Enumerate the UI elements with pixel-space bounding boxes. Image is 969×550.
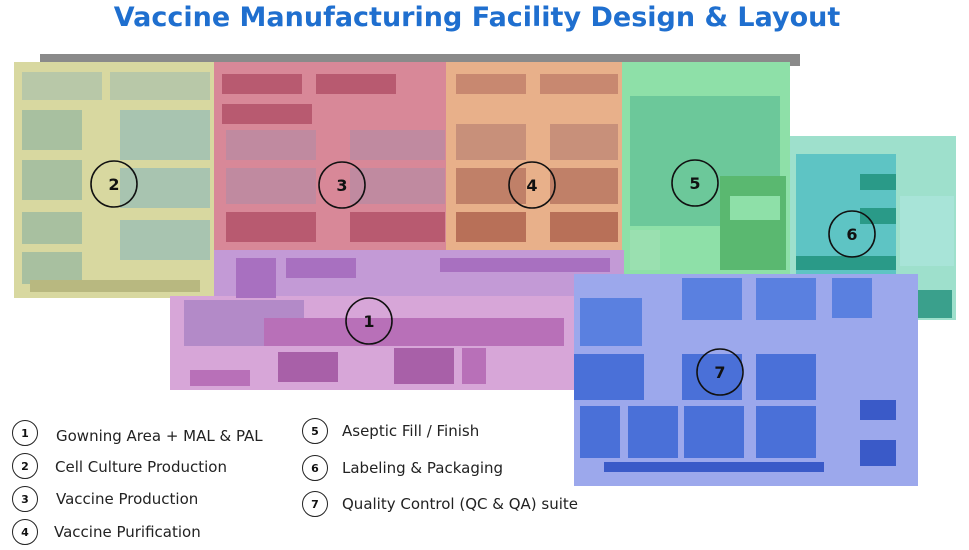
legend-badge-6: 6 — [302, 455, 328, 481]
legend-badge-7: 7 — [302, 491, 328, 517]
zone-marker-circle-7 — [696, 348, 744, 396]
zone-marker-circle-2 — [90, 160, 138, 208]
zone-marker-label-4: 4 — [526, 176, 537, 195]
legend-badge-1: 1 — [12, 420, 38, 446]
zone-5-aseptic-fill — [622, 62, 790, 274]
legend-label-1: Gowning Area + MAL & PAL — [56, 427, 263, 445]
legend-badge-2: 2 — [12, 453, 38, 479]
legend-label-6: Labeling & Packaging — [342, 459, 504, 477]
legend-item-2: 2 Cell Culture Production — [12, 453, 227, 479]
legend-item-4: 4 Vaccine Purification — [12, 519, 201, 545]
zone-6-labeling-packaging — [790, 136, 956, 320]
zone-3-vaccine-production — [214, 62, 454, 252]
legend-item-5: 5 Aseptic Fill / Finish — [302, 418, 479, 444]
zone-2-cell-culture — [14, 62, 218, 298]
zone-marker-label-1: 1 — [363, 312, 374, 331]
legend-badge-3: 3 — [12, 486, 38, 512]
legend-item-6: 6 Labeling & Packaging — [302, 455, 503, 481]
legend-label-7: Quality Control (QC & QA) suite — [342, 495, 579, 513]
zone-marker-circle-6 — [828, 210, 876, 258]
zone-7-quality-control — [574, 274, 918, 486]
zone-1-gowning-area — [170, 250, 624, 390]
legend-item-1: 1 Gowning Area + MAL & PAL — [12, 420, 263, 446]
zone-marker-circle-5 — [671, 159, 719, 207]
zone-marker-label-7: 7 — [714, 363, 725, 382]
legend-badge-5: 5 — [302, 418, 328, 444]
zone-4-vaccine-purification — [446, 62, 624, 252]
legend-badge-4: 4 — [12, 519, 38, 545]
legend-item-7: 7 Quality Control (QC & QA) suite — [302, 491, 578, 517]
zone-markers: 1 2 3 4 5 6 7 — [90, 159, 876, 396]
legend-label-3: Vaccine Production — [56, 490, 199, 508]
zone-marker-label-2: 2 — [108, 175, 119, 194]
legend-item-3: 3 Vaccine Production — [12, 486, 198, 512]
zone-marker-circle-4 — [508, 161, 556, 209]
legend-label-2: Cell Culture Production — [55, 458, 227, 476]
zone-marker-label-3: 3 — [336, 176, 347, 195]
legend-label-4: Vaccine Purification — [54, 523, 201, 541]
zone-marker-circle-1 — [345, 297, 393, 345]
page-title: Vaccine Manufacturing Facility Design & … — [113, 2, 841, 33]
zone-marker-circle-3 — [318, 161, 366, 209]
zone-marker-label-6: 6 — [846, 225, 857, 244]
legend-label-5: Aseptic Fill / Finish — [342, 422, 480, 440]
zone-marker-label-5: 5 — [689, 174, 700, 193]
